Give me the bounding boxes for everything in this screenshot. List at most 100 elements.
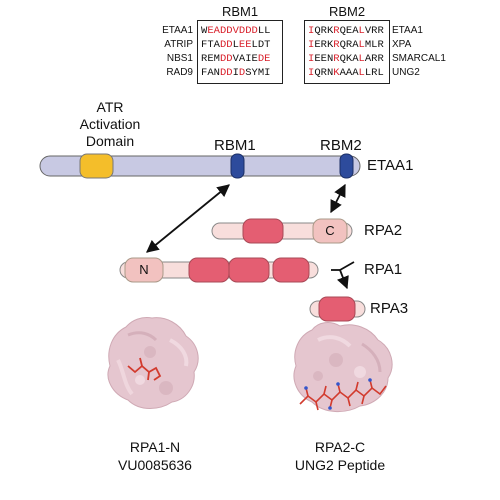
sequence-row: FANDDIDSYMI: [201, 66, 270, 80]
residue: I: [245, 53, 252, 65]
residue: A: [213, 39, 220, 51]
residue: D: [226, 67, 233, 79]
residue: L: [358, 25, 365, 37]
residue: R: [320, 67, 327, 79]
rbm2-name: XPA: [392, 39, 412, 50]
residue: D: [245, 25, 252, 37]
rbm2-rpa2c-arrow: [330, 183, 346, 214]
residue: D: [257, 39, 265, 51]
residue: A: [352, 53, 359, 65]
sequence-row: WEADDVDDDLL: [201, 24, 270, 38]
etaa1-bar: [39, 155, 361, 177]
residue: A: [352, 39, 359, 51]
residue: K: [326, 39, 334, 51]
residue: L: [371, 39, 378, 51]
rbm1-site-label: RBM1: [214, 137, 256, 154]
residue: K: [333, 67, 340, 79]
residue: L: [377, 67, 384, 79]
rpa2-central-domain: [242, 218, 284, 244]
vu0085636-ligand: [127, 357, 162, 381]
residue: A: [345, 67, 353, 79]
residue: D: [219, 39, 227, 51]
caption-line: UNG2 Peptide: [294, 457, 386, 473]
residue: R: [371, 53, 378, 65]
caption-line: VU0085636: [118, 457, 192, 473]
residue: D: [219, 53, 227, 65]
residue: R: [371, 25, 378, 37]
rpa-trimer-connector: [331, 261, 355, 290]
rpa3-label: RPA3: [370, 300, 409, 317]
residue: E: [320, 53, 327, 65]
residue: L: [232, 39, 239, 51]
residue: Q: [339, 25, 346, 37]
residue: M: [364, 39, 372, 51]
residue: V: [232, 53, 239, 65]
residue: T: [207, 39, 214, 51]
right-structure-caption: RPA2-C UNG2 Peptide: [275, 438, 405, 474]
sequence-row: IEENRQKALARR: [308, 52, 384, 66]
residue: A: [238, 53, 246, 65]
rpa3-domain: [318, 296, 356, 322]
sequence-row: FTADDLEELDT: [201, 38, 270, 52]
rpa1-dbd-b: [228, 257, 270, 283]
rpa1-n-domain: [124, 257, 164, 283]
rbm2-motif: [339, 153, 354, 179]
residue: E: [207, 25, 214, 37]
residue: R: [377, 25, 384, 37]
sequence-row: IERKRQRALMLR: [308, 38, 384, 52]
rbm2-names: ETAA1 XPA SMARCAL1 UNG2: [392, 24, 446, 80]
residue: V: [364, 25, 372, 37]
residue: S: [245, 67, 252, 79]
residue: R: [377, 53, 384, 65]
rbm1-name: ATRIP: [164, 39, 193, 50]
rpa1-n-domain-label: N: [139, 262, 149, 277]
rpa2-c-domain: [312, 218, 348, 244]
atr-label-line: Domain: [85, 133, 135, 149]
residue: D: [219, 67, 227, 79]
residue: D: [226, 39, 233, 51]
sequence-row: REMDDVAIEDE: [201, 52, 270, 66]
residue: D: [219, 25, 227, 37]
residue: I: [308, 53, 315, 65]
residue: L: [257, 25, 265, 37]
residue: D: [257, 53, 265, 65]
residue: M: [257, 67, 265, 79]
rbm2-name: ETAA1: [392, 25, 423, 36]
residue: E: [238, 39, 246, 51]
residue: F: [201, 67, 208, 79]
residue: A: [352, 25, 359, 37]
residue: Q: [314, 25, 321, 37]
rbm1-name: RAD9: [166, 67, 193, 78]
atr-label-line: ATR: [96, 99, 124, 115]
residue: L: [264, 25, 271, 37]
residue: L: [358, 53, 365, 65]
residue: E: [245, 39, 252, 51]
residue: N: [326, 67, 334, 79]
residue: L: [358, 67, 365, 79]
rbm1-name: NBS1: [166, 53, 193, 64]
residue: A: [213, 25, 220, 37]
sequence-row: IQRNKAAALLRL: [308, 66, 384, 80]
residue: L: [364, 67, 372, 79]
residue: D: [226, 25, 233, 37]
residue: E: [251, 53, 258, 65]
residue: I: [264, 67, 271, 79]
rbm1-name: ETAA1: [162, 25, 193, 36]
residue: N: [213, 67, 220, 79]
rbm1-motif: [230, 153, 245, 179]
rpa2-label: RPA2: [364, 222, 403, 239]
ung2-peptide-atoms: [304, 378, 372, 410]
residue: M: [213, 53, 220, 65]
residue: A: [352, 67, 359, 79]
residue: A: [339, 67, 346, 79]
residue: D: [251, 25, 258, 37]
residue: D: [238, 67, 246, 79]
residue: L: [358, 39, 365, 51]
residue: Y: [251, 67, 258, 79]
rpa1-n-surface: [107, 317, 199, 409]
residue: T: [264, 39, 271, 51]
residue: Q: [339, 39, 346, 51]
residue: I: [308, 39, 315, 51]
